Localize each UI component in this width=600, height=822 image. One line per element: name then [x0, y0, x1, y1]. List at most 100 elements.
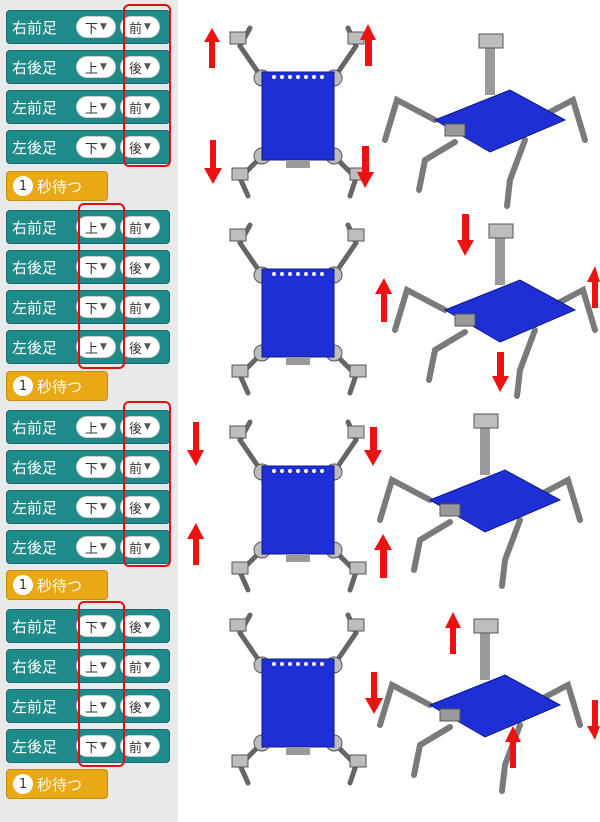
frontback-dropdown[interactable]: 前▼ — [120, 16, 160, 38]
leg-label: 右前足 — [12, 18, 58, 37]
frontback-dropdown[interactable]: 前▼ — [120, 456, 160, 478]
leg-block[interactable]: 右前足 上▼ 前▼ — [6, 210, 170, 244]
dropdown-arrow-icon: ▼ — [144, 422, 151, 432]
dropdown-arrow-icon: ▼ — [100, 222, 107, 232]
robot-top-view — [230, 225, 366, 393]
frontback-highlight-box — [123, 401, 171, 567]
updown-dropdown[interactable]: 下▼ — [76, 456, 116, 478]
leg-block[interactable]: 左後足 上▼ 前▼ — [6, 530, 170, 564]
block-script-area: 右前足 下▼ 前▼ 右後足 上▼ 後▼ 左前足 上▼ 前▼ 左後足 下▼ 後▼ … — [0, 0, 178, 822]
frontback-dropdown[interactable]: 前▼ — [120, 536, 160, 558]
updown-dropdown[interactable]: 下▼ — [76, 496, 116, 518]
updown-dropdown[interactable]: 下▼ — [76, 296, 116, 318]
leg-block[interactable]: 右前足 下▼ 後▼ — [6, 609, 170, 643]
leg-block[interactable]: 左後足 下▼ 前▼ — [6, 729, 170, 763]
leg-block[interactable]: 右後足 下▼ 前▼ — [6, 450, 170, 484]
updown-dropdown[interactable]: 下▼ — [76, 16, 116, 38]
dropdown-arrow-icon: ▼ — [100, 741, 107, 751]
frontback-dropdown[interactable]: 前▼ — [120, 296, 160, 318]
updown-dropdown[interactable]: 上▼ — [76, 216, 116, 238]
leg-block[interactable]: 左前足 下▼ 後▼ — [6, 490, 170, 524]
frontback-highlight-box — [123, 4, 171, 167]
up-arrow-icon — [445, 612, 461, 654]
leg-label: 右前足 — [12, 617, 58, 636]
leg-label: 右後足 — [12, 258, 58, 277]
dropdown-arrow-icon: ▼ — [144, 142, 151, 152]
leg-block[interactable]: 右前足 上▼ 後▼ — [6, 410, 170, 444]
wait-block[interactable]: 1 秒待つ — [6, 371, 108, 401]
leg-label: 右後足 — [12, 458, 58, 477]
robot-3d-view — [385, 34, 585, 206]
dropdown-arrow-icon: ▼ — [144, 342, 151, 352]
dropdown-arrow-icon: ▼ — [100, 102, 107, 112]
frontback-dropdown[interactable]: 前▼ — [120, 655, 160, 677]
leg-block[interactable]: 左前足 下▼ 前▼ — [6, 290, 170, 324]
wait-block[interactable]: 1 秒待つ — [6, 769, 108, 799]
frontback-dropdown[interactable]: 後▼ — [120, 416, 160, 438]
leg-label: 左後足 — [12, 338, 58, 357]
frontback-dropdown[interactable]: 前▼ — [120, 216, 160, 238]
dropdown-arrow-icon: ▼ — [144, 222, 151, 232]
wait-label: 秒待つ — [37, 576, 83, 595]
robot-top-view — [230, 422, 366, 590]
robot-top-view — [230, 615, 366, 783]
leg-block[interactable]: 左後足 下▼ 後▼ — [6, 130, 170, 164]
wait-label: 秒待つ — [37, 177, 83, 196]
updown-dropdown[interactable]: 下▼ — [76, 615, 116, 637]
frontback-dropdown[interactable]: 後▼ — [120, 336, 160, 358]
leg-label: 右前足 — [12, 418, 58, 437]
robot-3d-view — [380, 414, 580, 586]
dropdown-arrow-icon: ▼ — [100, 701, 107, 711]
dropdown-arrow-icon: ▼ — [100, 502, 107, 512]
updown-highlight-box — [78, 203, 125, 369]
leg-block[interactable]: 右後足 上▼ 前▼ — [6, 649, 170, 683]
up-arrow-icon — [505, 726, 521, 768]
leg-block[interactable]: 左前足 上▼ 後▼ — [6, 689, 170, 723]
frontback-dropdown[interactable]: 前▼ — [120, 735, 160, 757]
updown-dropdown[interactable]: 上▼ — [76, 695, 116, 717]
updown-dropdown[interactable]: 上▼ — [76, 536, 116, 558]
down-arrow-icon — [457, 214, 474, 256]
wait-seconds-input[interactable]: 1 — [13, 376, 33, 396]
dropdown-arrow-icon: ▼ — [144, 462, 151, 472]
down-arrow-icon — [357, 146, 374, 188]
updown-dropdown[interactable]: 下▼ — [76, 256, 116, 278]
wait-seconds-input[interactable]: 1 — [13, 575, 33, 595]
dropdown-arrow-icon: ▼ — [144, 621, 151, 631]
down-arrow-icon — [187, 422, 204, 466]
frontback-dropdown[interactable]: 後▼ — [120, 695, 160, 717]
dropdown-arrow-icon: ▼ — [100, 462, 107, 472]
frontback-dropdown[interactable]: 後▼ — [120, 615, 160, 637]
wait-seconds-input[interactable]: 1 — [13, 774, 33, 794]
wait-block[interactable]: 1 秒待つ — [6, 171, 108, 201]
updown-dropdown[interactable]: 上▼ — [76, 56, 116, 78]
updown-dropdown[interactable]: 上▼ — [76, 336, 116, 358]
leg-block[interactable]: 左前足 上▼ 前▼ — [6, 90, 170, 124]
leg-block[interactable]: 右後足 下▼ 後▼ — [6, 250, 170, 284]
leg-block[interactable]: 右前足 下▼ 前▼ — [6, 10, 170, 44]
down-arrow-icon — [364, 427, 382, 466]
up-arrow-icon — [187, 523, 204, 565]
down-arrow-icon — [365, 672, 383, 714]
dropdown-arrow-icon: ▼ — [100, 142, 107, 152]
wait-seconds-input[interactable]: 1 — [13, 176, 33, 196]
frontback-dropdown[interactable]: 後▼ — [120, 256, 160, 278]
updown-dropdown[interactable]: 下▼ — [76, 136, 116, 158]
leg-block[interactable]: 左後足 上▼ 後▼ — [6, 330, 170, 364]
frontback-dropdown[interactable]: 前▼ — [120, 96, 160, 118]
frontback-dropdown[interactable]: 後▼ — [120, 496, 160, 518]
frontback-dropdown[interactable]: 後▼ — [120, 56, 160, 78]
dropdown-arrow-icon: ▼ — [100, 62, 107, 72]
frontback-dropdown[interactable]: 後▼ — [120, 136, 160, 158]
updown-dropdown[interactable]: 上▼ — [76, 416, 116, 438]
leg-label: 左前足 — [12, 98, 58, 117]
leg-label: 左後足 — [12, 737, 58, 756]
updown-dropdown[interactable]: 下▼ — [76, 735, 116, 757]
leg-label: 左後足 — [12, 538, 58, 557]
updown-dropdown[interactable]: 上▼ — [76, 655, 116, 677]
dropdown-arrow-icon: ▼ — [144, 502, 151, 512]
wait-block[interactable]: 1 秒待つ — [6, 570, 108, 600]
updown-dropdown[interactable]: 上▼ — [76, 96, 116, 118]
leg-block[interactable]: 右後足 上▼ 後▼ — [6, 50, 170, 84]
leg-label: 左前足 — [12, 498, 58, 517]
